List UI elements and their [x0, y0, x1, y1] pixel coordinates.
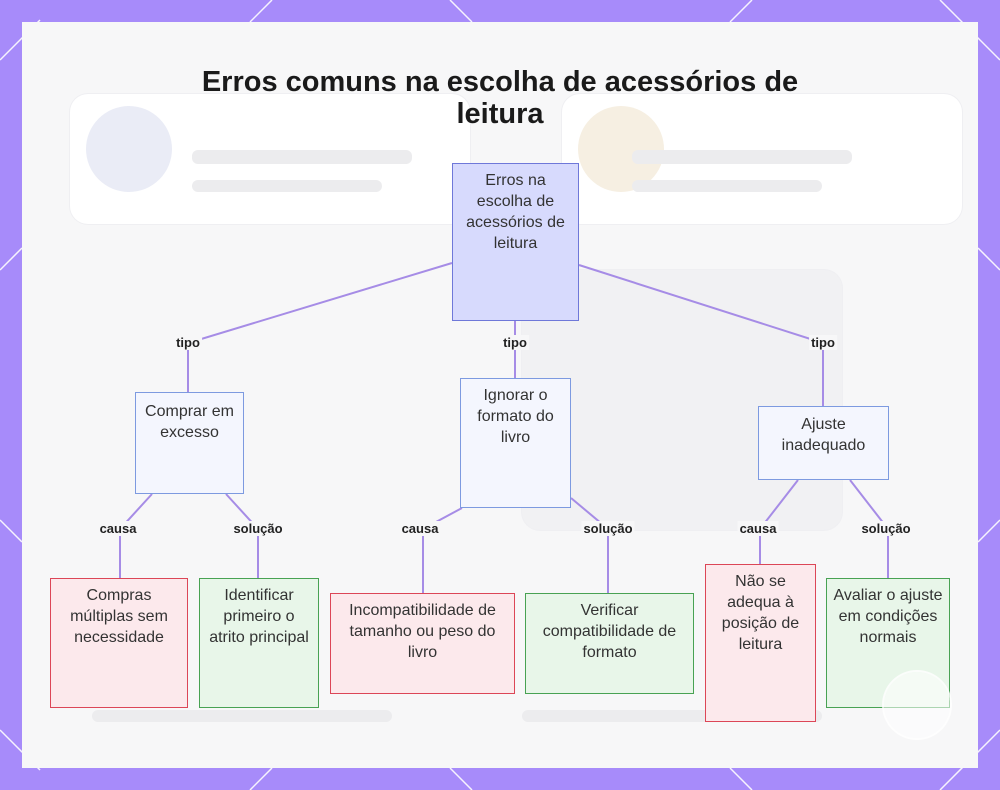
- type-node-label: Ajuste inadequado: [781, 416, 866, 454]
- root-node: Erros na escolha de acessórios de leitur…: [452, 163, 579, 321]
- solution-node: Verificar compatibilidade de formato: [525, 593, 694, 694]
- background-line: [92, 710, 392, 722]
- background-circle-right: [578, 106, 664, 192]
- connector-type2-solution: [570, 497, 609, 593]
- background-line: [192, 180, 382, 192]
- cause-node-label: Incompatibilidade de tamanho ou peso do …: [349, 602, 496, 661]
- connector-type1-cause: [119, 493, 153, 578]
- background-line: [632, 180, 822, 192]
- edge-label-cause: causa: [399, 521, 441, 536]
- background-line: [192, 150, 412, 164]
- type-node-label: Ignorar o formato do livro: [477, 387, 554, 446]
- root-node-label: Erros na escolha de acessórios de leitur…: [466, 172, 565, 252]
- cause-node-label: Compras múltiplas sem necessidade: [70, 587, 168, 646]
- background-line: [632, 150, 852, 164]
- diagram-title: Erros comuns na escolha de acessórios de…: [201, 66, 799, 130]
- edge-label-type: tipo: [501, 335, 529, 350]
- edge-label-cause: causa: [737, 521, 779, 536]
- edge-label-cause: causa: [97, 521, 139, 536]
- connector-type1-solution: [225, 493, 259, 578]
- solution-node-label: Verificar compatibilidade de formato: [542, 602, 677, 661]
- cause-node: Não se adequa à posição de leitura: [705, 564, 816, 722]
- type-node: Ajuste inadequado: [758, 406, 889, 480]
- connector-root-type-3: [578, 264, 824, 406]
- edge-label-type: tipo: [174, 335, 202, 350]
- watermark-logo: [884, 672, 950, 738]
- edge-label-solution: solução: [231, 521, 285, 536]
- cause-node: Incompatibilidade de tamanho ou peso do …: [330, 593, 515, 694]
- solution-node-label: Identificar primeiro o atrito principal: [209, 587, 309, 646]
- solution-node: Identificar primeiro o atrito principal: [199, 578, 319, 708]
- type-node: Ignorar o formato do livro: [460, 378, 571, 508]
- cause-node-label: Não se adequa à posição de leitura: [721, 573, 800, 653]
- edge-label-solution: solução: [859, 521, 913, 536]
- edge-label-type: tipo: [809, 335, 837, 350]
- cause-node: Compras múltiplas sem necessidade: [50, 578, 188, 708]
- edge-label-solution: solução: [581, 521, 635, 536]
- solution-node-label: Avaliar o ajuste em condições normais: [833, 587, 943, 646]
- background-circle-left: [86, 106, 172, 192]
- type-node-label: Comprar em excesso: [145, 403, 234, 441]
- connector-root-type-1: [187, 262, 453, 392]
- type-node: Comprar em excesso: [135, 392, 244, 494]
